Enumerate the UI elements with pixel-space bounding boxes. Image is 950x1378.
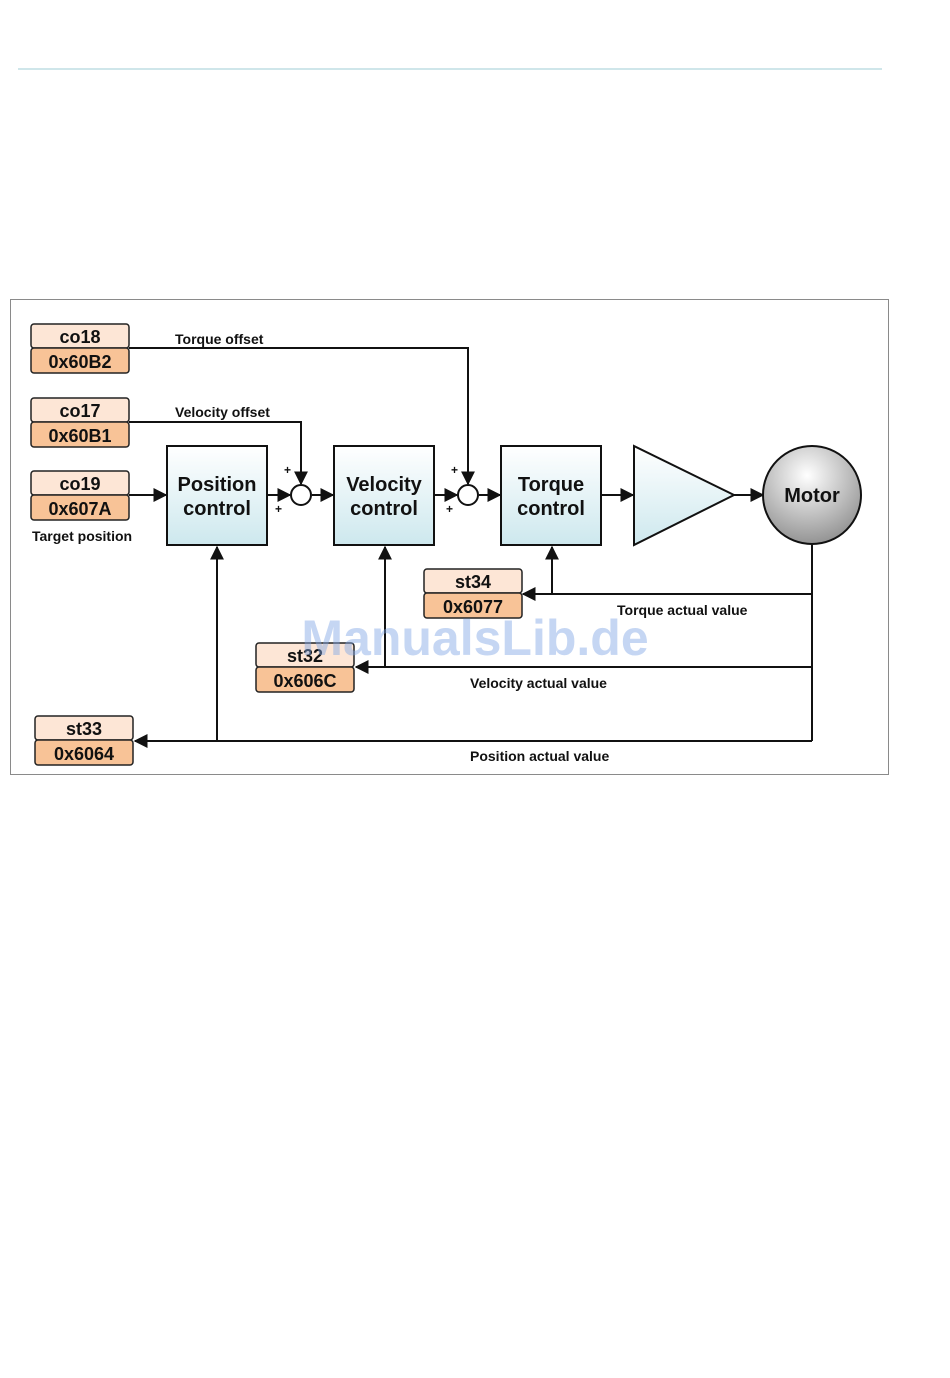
register-code: st34 (455, 572, 491, 592)
block-label: control (183, 498, 251, 520)
block-label: Velocity (346, 474, 422, 496)
target-position-label: Target position (32, 528, 132, 544)
torque-control-block: Torque control (501, 446, 601, 545)
torque-offset-label: Torque offset (175, 331, 264, 347)
plus-sign: + (275, 502, 282, 516)
summing-junction-velocity (291, 485, 311, 505)
summing-junction-torque (458, 485, 478, 505)
diagram-frame (11, 300, 889, 775)
register-st33: st33 0x6064 (35, 716, 133, 765)
motor-label: Motor (784, 485, 840, 507)
position-actual-label: Position actual value (470, 748, 609, 764)
block-label: Torque (518, 474, 584, 496)
plus-sign: + (446, 502, 453, 516)
block-label: control (350, 498, 418, 520)
register-co17: co17 0x60B1 (31, 398, 129, 447)
position-control-block: Position control (167, 446, 267, 545)
register-code: co18 (59, 327, 100, 347)
register-code: co19 (59, 474, 100, 494)
motor: Motor (763, 446, 861, 544)
register-index: 0x607A (48, 499, 111, 519)
block-label: Position (178, 474, 257, 496)
plus-sign: + (284, 463, 291, 477)
register-code: co17 (59, 401, 100, 421)
register-index: 0x6064 (54, 744, 114, 764)
register-index: 0x606C (273, 671, 336, 691)
velocity-offset-label: Velocity offset (175, 404, 270, 420)
register-index: 0x60B2 (48, 352, 111, 372)
velocity-actual-label: Velocity actual value (470, 675, 607, 691)
register-co19: co19 0x607A (31, 471, 129, 520)
register-co18: co18 0x60B2 (31, 324, 129, 373)
plus-sign: + (451, 463, 458, 477)
register-code: st33 (66, 719, 102, 739)
velocity-control-block: Velocity control (334, 446, 434, 545)
register-index: 0x60B1 (48, 426, 111, 446)
watermark: ManualsLib.de (301, 610, 648, 666)
block-label: control (517, 498, 585, 520)
